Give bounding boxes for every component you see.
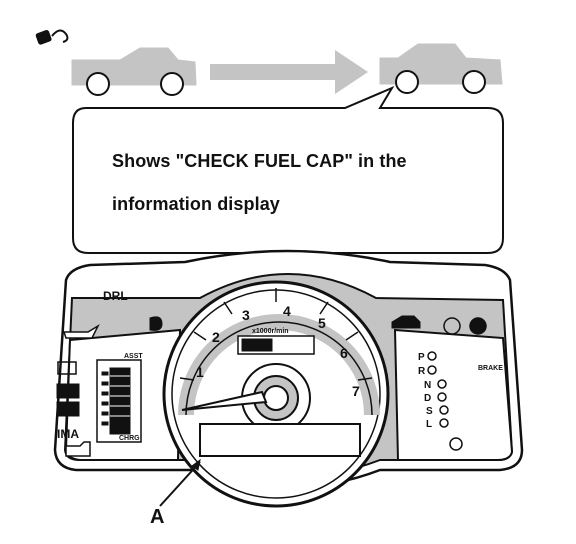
rpm-unit-label: x1000r/min xyxy=(252,328,289,335)
warning-icon xyxy=(469,317,487,335)
car-before-icon xyxy=(71,47,197,96)
gear-letter: N xyxy=(424,380,431,391)
oil-can-icon xyxy=(62,324,100,339)
arrow-right-icon xyxy=(210,50,368,94)
callout-bubble xyxy=(72,85,504,254)
car-door-icon xyxy=(391,315,421,329)
speed-number: 5 xyxy=(318,315,326,331)
fuel-cap-icon xyxy=(35,29,69,45)
gear-letter: R xyxy=(418,366,426,377)
callout-text-line2: information display xyxy=(112,194,280,214)
drl-label: DRL xyxy=(103,289,128,303)
information-display xyxy=(199,423,361,457)
speed-number: 6 xyxy=(340,345,348,361)
brake-label: BRAKE xyxy=(478,365,503,372)
chrg-label: CHRG xyxy=(119,435,140,442)
seatbelt-icon xyxy=(449,437,463,451)
car-after-icon xyxy=(379,43,503,94)
battery-icon xyxy=(57,361,77,375)
headlight-icon xyxy=(149,316,163,331)
gear-letter: P xyxy=(418,352,425,363)
gear-letter: S xyxy=(426,406,433,417)
gear-letter: D xyxy=(424,393,431,404)
tire-pressure-icon xyxy=(443,317,461,335)
check-engine-icon xyxy=(65,441,91,457)
callout-text-line1: Shows "CHECK FUEL CAP" in the xyxy=(112,151,407,171)
speed-number: 4 xyxy=(283,303,291,319)
asst-label: ASST xyxy=(124,353,143,360)
instrument-cluster xyxy=(53,249,524,508)
ima-label: IMA xyxy=(57,427,79,441)
speed-number: 2 xyxy=(212,329,220,345)
speed-number: 7 xyxy=(352,383,360,399)
speed-number: 3 xyxy=(242,307,250,323)
callout-label-a: A xyxy=(150,506,165,528)
callout-leader-line xyxy=(159,458,201,507)
gear-letter: L xyxy=(426,419,432,430)
speed-number: 1 xyxy=(196,364,204,380)
